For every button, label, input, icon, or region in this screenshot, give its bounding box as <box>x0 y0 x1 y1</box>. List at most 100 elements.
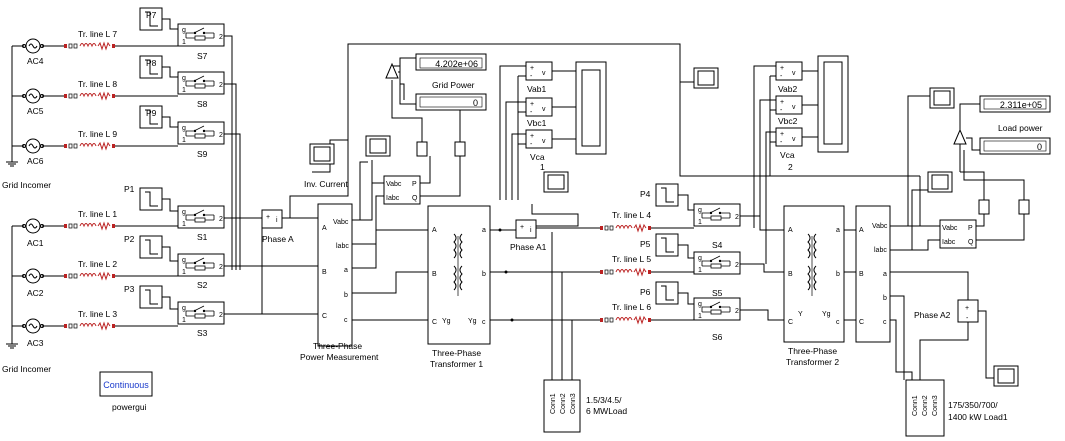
svg-text:+: + <box>530 101 534 108</box>
grid-power-displays: 4.202e+06 Grid Power 0 <box>415 53 487 111</box>
svg-text:2: 2 <box>219 132 223 139</box>
pq-measure-1: Vabc Iabc P Q <box>383 57 466 205</box>
p4-label: P4 <box>640 189 651 199</box>
svg-text:C: C <box>432 319 437 326</box>
pm-title-2: Power Measurement <box>300 352 379 362</box>
s8-label: S8 <box>197 99 208 109</box>
t1-title-1: Three-Phase <box>432 348 481 358</box>
phase-a2-label: Phase A2 <box>914 310 951 320</box>
line-l1-label: Tr. line L 1 <box>78 209 117 219</box>
svg-text:labc: labc <box>874 247 887 254</box>
svg-text:a: a <box>836 227 840 234</box>
svg-text:Conn2: Conn2 <box>560 393 567 414</box>
svg-text:g: g <box>182 305 186 312</box>
ac1-label: AC1 <box>27 238 44 248</box>
phase-a2-block: + - Phase A2 <box>914 299 994 380</box>
vm2-number: 2 <box>788 162 793 172</box>
phase-a-block: + i Phase A <box>261 43 681 315</box>
svg-text:A: A <box>322 225 327 232</box>
line-l9-label: Tr. line L 9 <box>78 129 117 139</box>
svg-text:-: - <box>780 73 783 80</box>
svg-text:g: g <box>698 255 702 262</box>
svg-text:Iabc: Iabc <box>386 195 400 202</box>
svg-text:Iabc: Iabc <box>942 239 956 246</box>
svg-text:C: C <box>322 313 327 320</box>
vbc2-label: Vbc2 <box>778 116 798 126</box>
load1-label-1: 1.5/3/4.5/ <box>586 395 622 405</box>
transformer-2: A B C a b c Y Yg Three-Phase Transformer… <box>783 205 845 367</box>
svg-text:g: g <box>182 27 186 34</box>
s7-label: S7 <box>197 51 208 61</box>
phase-a1-block: + i Phase A1 <box>510 219 547 252</box>
t2-title-1: Three-Phase <box>788 346 837 356</box>
svg-text:v: v <box>542 106 546 113</box>
p8-label: P8 <box>146 58 157 68</box>
svg-text:labc: labc <box>336 243 349 250</box>
svg-text:c: c <box>883 319 887 326</box>
grid-incomer-bottom-label: Grid Incomer <box>2 364 51 374</box>
vab1-label: Vab1 <box>527 84 546 94</box>
svg-text:A: A <box>788 227 793 234</box>
p7-label: P7 <box>146 10 157 20</box>
svg-text:g: g <box>698 301 702 308</box>
svg-text:Vabc: Vabc <box>872 223 888 230</box>
svg-text:Vabc: Vabc <box>942 225 958 232</box>
svg-text:1: 1 <box>698 267 702 274</box>
svg-text:1: 1 <box>182 137 186 144</box>
svg-text:+: + <box>530 133 534 140</box>
svg-text:a: a <box>482 227 486 234</box>
svg-text:+: + <box>965 305 969 312</box>
svg-text:1: 1 <box>698 313 702 320</box>
svg-text:Conn2: Conn2 <box>922 395 929 416</box>
svg-text:v: v <box>542 138 546 145</box>
svg-text:P: P <box>968 225 973 232</box>
phase-a1-label: Phase A1 <box>510 242 547 252</box>
svg-text:2: 2 <box>219 34 223 41</box>
svg-text:i: i <box>276 217 278 224</box>
powergui-mode: Continuous <box>103 380 149 390</box>
svg-text:1: 1 <box>182 39 186 46</box>
line-l2-label: Tr. line L 2 <box>78 259 117 269</box>
powergui-label: powergui <box>112 402 147 412</box>
svg-text:v: v <box>792 104 796 111</box>
p2-label: P2 <box>124 234 135 244</box>
p6-label: P6 <box>640 287 651 297</box>
line-l3-label: Tr. line L 3 <box>78 309 117 319</box>
line-l6-label: Tr. line L 6 <box>612 302 651 312</box>
svg-text:2: 2 <box>219 216 223 223</box>
svg-text:Vabc: Vabc <box>333 219 349 226</box>
svg-text:Conn3: Conn3 <box>932 395 939 416</box>
svg-text:b: b <box>883 295 887 302</box>
load2-label-2: 1400 kW Load1 <box>948 412 1008 422</box>
svg-text:C: C <box>859 319 864 326</box>
svg-text:-: - <box>530 73 533 80</box>
svg-text:Q: Q <box>968 239 974 246</box>
vm1-number: 1 <box>540 162 545 172</box>
svg-text:-: - <box>966 315 969 322</box>
svg-text:Conn1: Conn1 <box>912 395 919 416</box>
load-power-p-value: 2.311e+05 <box>1000 100 1042 110</box>
load-1: Conn1 Conn2 Conn3 1.5/3/4.5/ 6 MWLoad <box>543 379 627 433</box>
line-l7-label: Tr. line L 7 <box>78 29 117 39</box>
svg-text:g: g <box>182 257 186 264</box>
p1-label: P1 <box>124 184 135 194</box>
line-l8-label: Tr. line L 8 <box>78 79 117 89</box>
line-l5-label: Tr. line L 5 <box>612 254 651 264</box>
voltage-meas-1: + - v + - v + - v Vab1 Vbc1 Vca 1 <box>499 61 607 200</box>
grid-incomer-top-label: Grid Incomer <box>2 180 51 190</box>
svg-text:Q: Q <box>412 195 418 202</box>
svg-text:1: 1 <box>182 317 186 324</box>
svg-text:P: P <box>412 181 417 188</box>
svg-text:b: b <box>836 271 840 278</box>
vca1-label: Vca <box>530 152 545 162</box>
svg-text:v: v <box>542 70 546 77</box>
load-pm-block: A B C Vabc labc a b c <box>855 205 891 343</box>
phase-a-label: Phase A <box>262 234 294 244</box>
power-measurement-block: A B C Vabc labc a b c Three-Phase Power … <box>300 203 379 362</box>
load2-label-1: 175/350/700/ <box>948 400 998 410</box>
svg-text:g: g <box>698 207 702 214</box>
vab2-label: Vab2 <box>778 84 797 94</box>
t1-title-2: Transformer 1 <box>430 359 483 369</box>
svg-text:b: b <box>344 292 348 299</box>
powergui-block[interactable]: Continuous powergui <box>99 371 153 412</box>
